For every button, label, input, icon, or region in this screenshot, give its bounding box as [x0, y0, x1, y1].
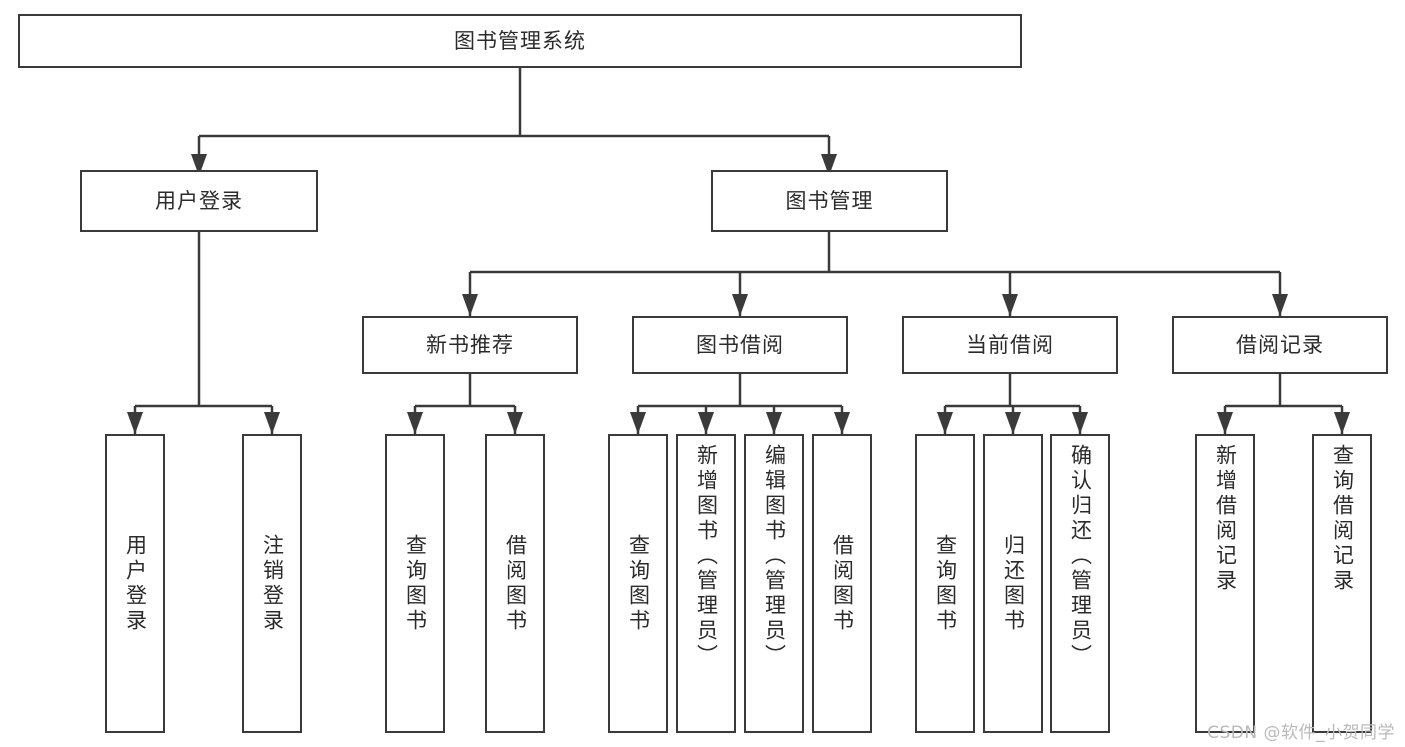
arrowhead-icon	[264, 412, 280, 434]
node-label: 借阅图书	[830, 533, 855, 634]
node-leaf-user-login[interactable]: 用户登录	[105, 434, 165, 733]
node-l-add-record[interactable]: 新增借阅记录	[1195, 434, 1255, 733]
node-label: 图书借阅	[696, 332, 784, 357]
node-label: 借阅记录	[1236, 332, 1324, 357]
node-user-login[interactable]: 用户登录	[80, 170, 318, 232]
node-label: 图书管理	[785, 188, 874, 213]
arrowhead-icon	[630, 412, 646, 434]
node-l-edit-book[interactable]: 编辑图书（管理员）	[744, 434, 804, 733]
node-l-add-book[interactable]: 新增图书（管理员）	[676, 434, 736, 733]
node-label: 用户登录	[155, 188, 243, 213]
node-label: 注销登录	[260, 533, 285, 634]
node-book-manage[interactable]: 图书管理	[711, 170, 948, 232]
node-label: 新增借阅记录	[1213, 444, 1238, 594]
arrowhead-icon	[732, 294, 748, 316]
node-label: 查询借阅记录	[1330, 444, 1355, 594]
node-borrow-record[interactable]: 借阅记录	[1172, 316, 1388, 374]
node-l-return-book[interactable]: 归还图书	[983, 434, 1043, 733]
node-label: 图书管理系统	[454, 28, 586, 53]
node-l-query-book-3[interactable]: 查询图书	[915, 434, 975, 733]
node-l-query-book-1[interactable]: 查询图书	[385, 434, 445, 733]
arrowhead-icon	[834, 412, 850, 434]
arrowhead-icon	[462, 294, 478, 316]
node-label: 新增图书（管理员）	[694, 444, 719, 669]
node-label: 用户登录	[123, 533, 148, 634]
arrowhead-icon	[1334, 412, 1350, 434]
node-current-borrow[interactable]: 当前借阅	[902, 316, 1118, 374]
arrowhead-icon	[407, 412, 423, 434]
node-label: 编辑图书（管理员）	[762, 444, 787, 669]
arrowhead-icon	[1072, 412, 1088, 434]
arrowhead-icon	[1002, 294, 1018, 316]
arrowhead-icon	[698, 412, 714, 434]
node-leaf-logout[interactable]: 注销登录	[242, 434, 302, 733]
node-label: 查询图书	[626, 533, 651, 634]
node-label: 借阅图书	[503, 533, 528, 634]
node-l-query-record[interactable]: 查询借阅记录	[1312, 434, 1372, 733]
arrowhead-icon	[1272, 294, 1288, 316]
arrowhead-icon	[766, 412, 782, 434]
node-label: 查询图书	[403, 533, 428, 634]
arrowhead-icon	[937, 412, 953, 434]
node-label: 确认归还（管理员）	[1068, 444, 1093, 669]
node-l-borrow-book-1[interactable]: 借阅图书	[485, 434, 545, 733]
watermark-text: CSDN @软件_小贺同学	[1207, 723, 1395, 743]
node-new-book-rec[interactable]: 新书推荐	[362, 316, 578, 374]
arrowhead-icon	[507, 412, 523, 434]
arrowhead-icon	[1217, 412, 1233, 434]
node-book-borrow[interactable]: 图书借阅	[632, 316, 848, 374]
node-label: 当前借阅	[966, 332, 1054, 357]
node-label: 归还图书	[1001, 533, 1026, 634]
arrowhead-icon	[127, 412, 143, 434]
node-l-query-book-2[interactable]: 查询图书	[608, 434, 668, 733]
node-root[interactable]: 图书管理系统	[18, 14, 1022, 68]
node-l-borrow-book-2[interactable]: 借阅图书	[812, 434, 872, 733]
node-label: 新书推荐	[426, 332, 514, 357]
node-l-confirm-return[interactable]: 确认归还（管理员）	[1050, 434, 1110, 733]
node-label: 查询图书	[933, 533, 958, 634]
arrowhead-icon	[1005, 412, 1021, 434]
